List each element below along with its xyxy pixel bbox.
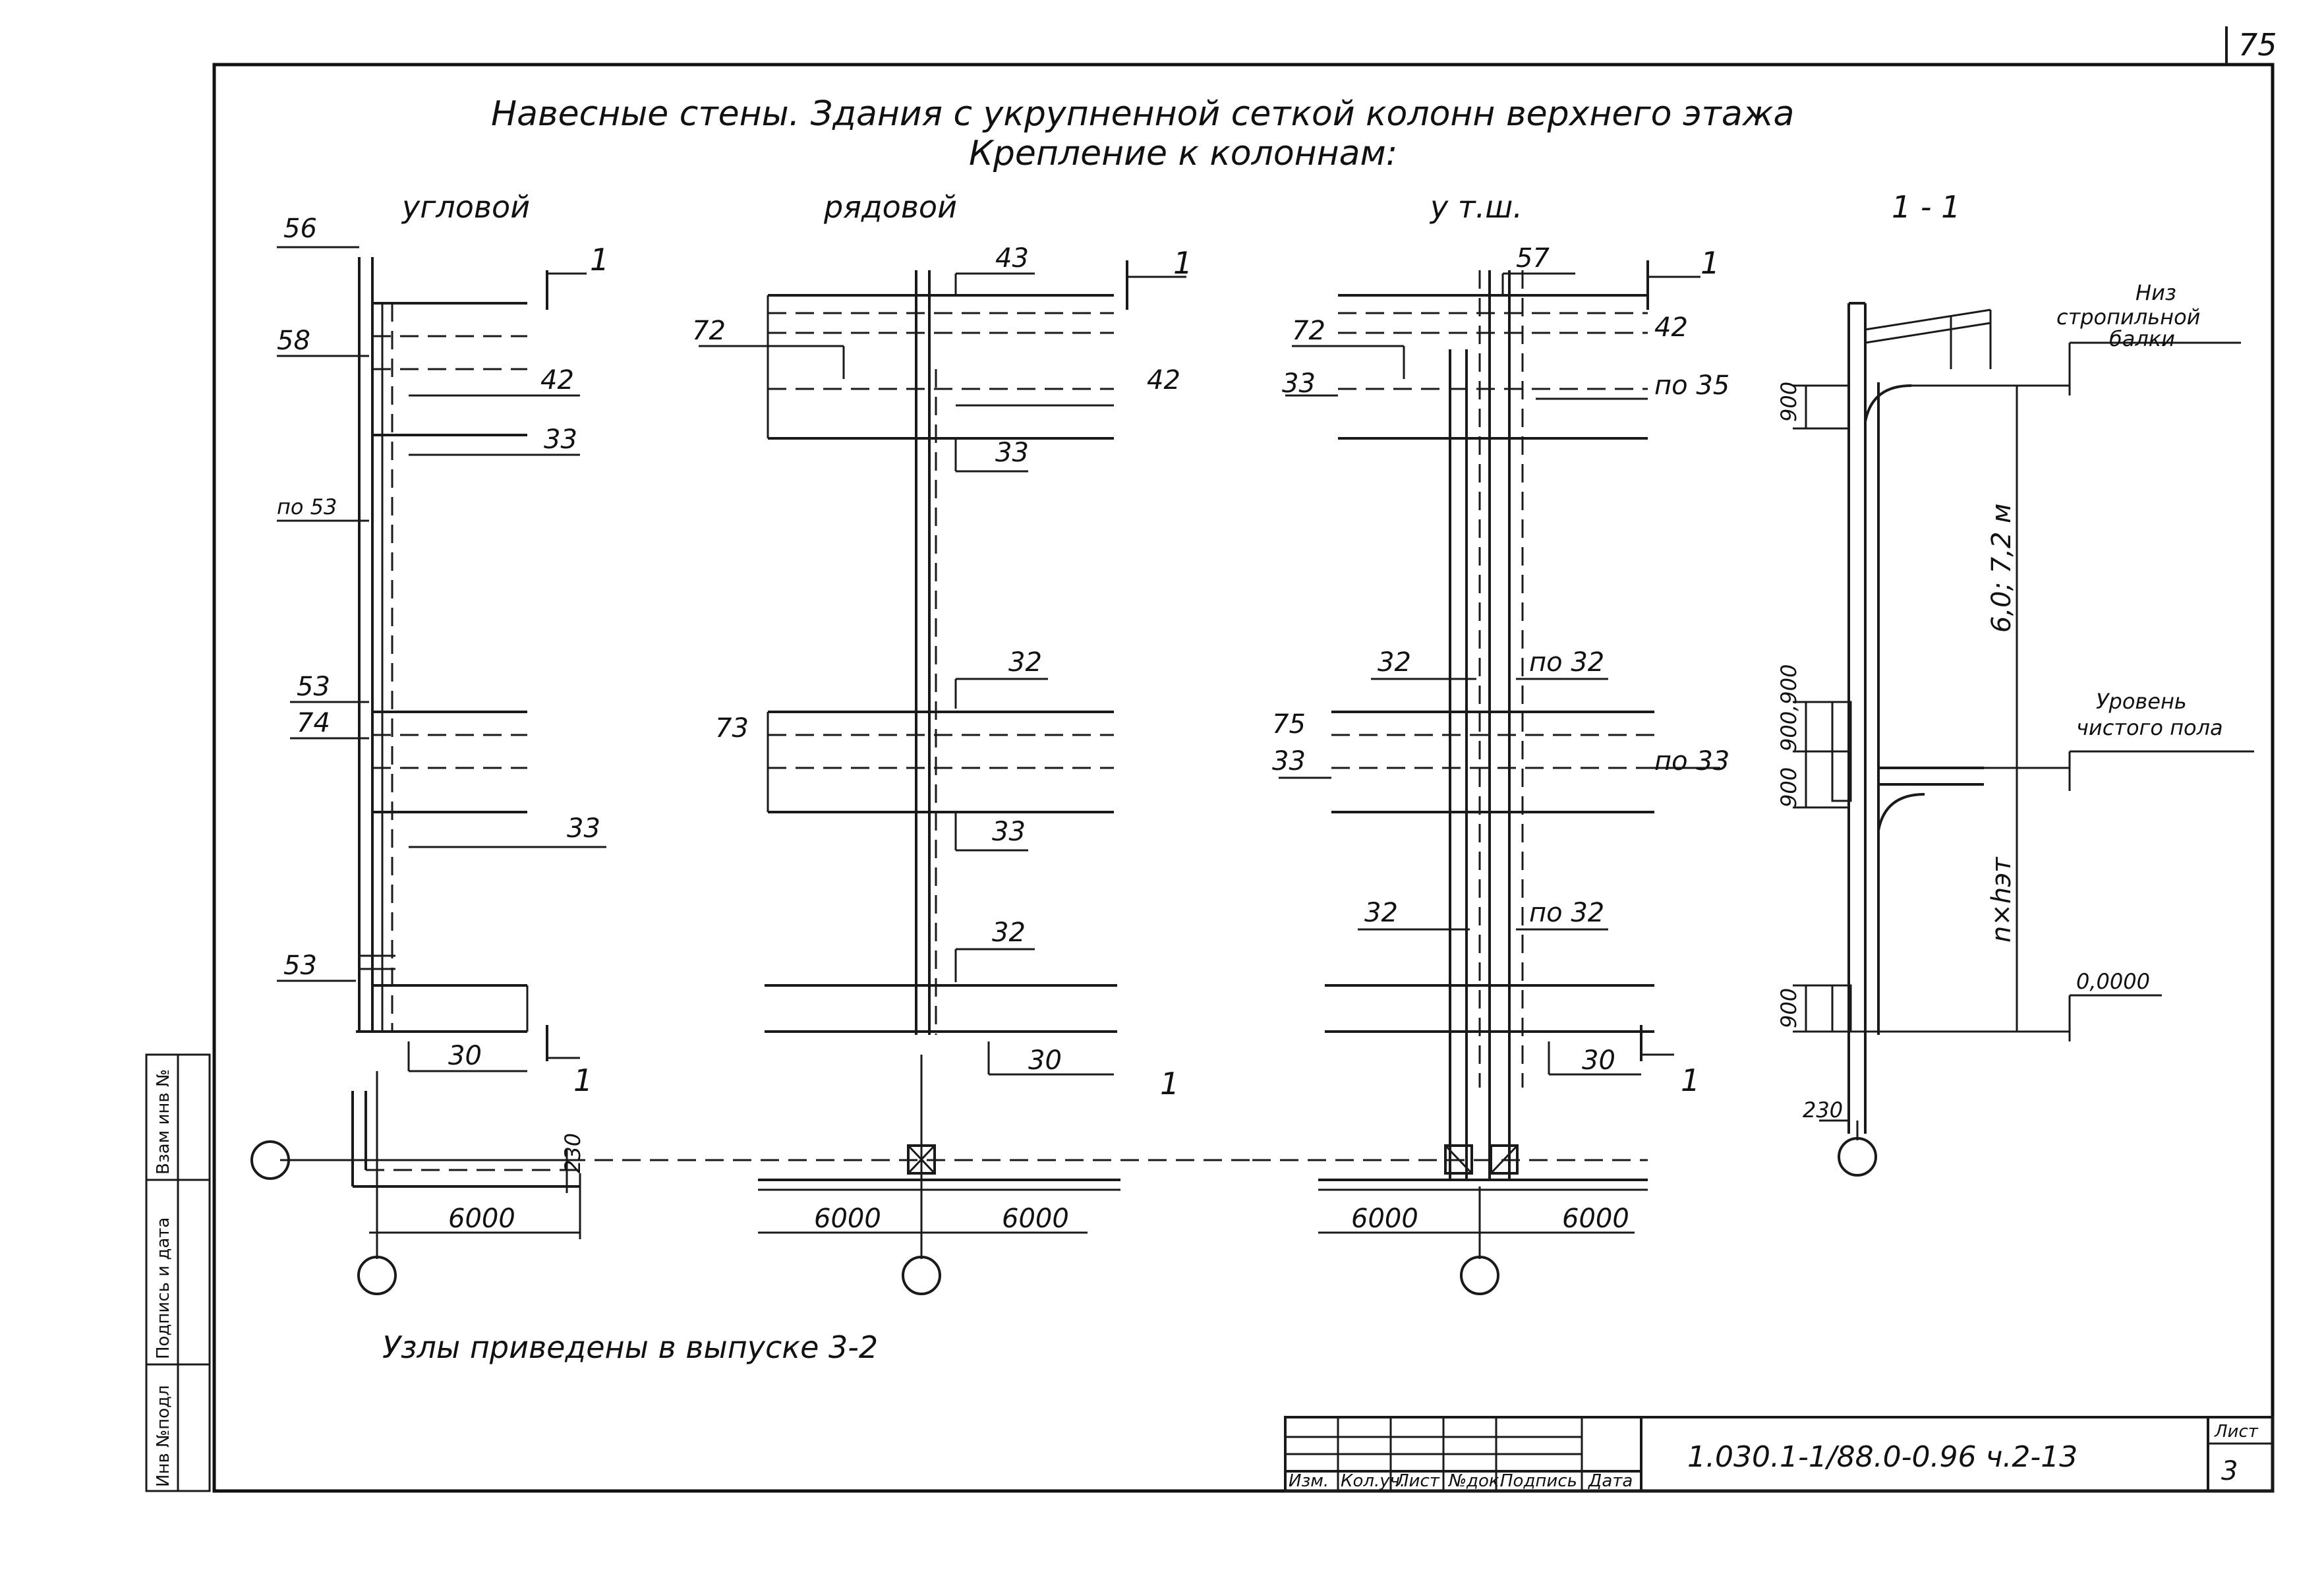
row-span-left: 6000 [814, 1204, 881, 1234]
row-dim-33-mid: 33 [992, 817, 1026, 847]
heading-corner: угловой [401, 189, 530, 225]
corner-dim-53-bottom: 53 [283, 950, 317, 981]
expansion-dim-42: 42 [1654, 312, 1688, 343]
title-block-col-doc: №док. [1447, 1471, 1505, 1491]
section-note-beam-3: балки [2109, 326, 2175, 351]
corner-dim-56: 56 [283, 214, 317, 244]
title-block-col-date: Дата [1588, 1471, 1633, 1491]
expansion-dim-po32-mid: по 32 [1529, 647, 1604, 678]
section-1-1 [1793, 302, 2254, 1140]
section-dim-900-mid: 900,900 [1776, 664, 1801, 751]
side-stamp-signature: Подпись и дата [154, 1217, 173, 1359]
title-block-col-izm: Изм. [1289, 1471, 1329, 1491]
section-note-beam-1: Низ [2135, 280, 2176, 305]
drawing-subtitle: Крепление к колоннам: [969, 134, 1397, 173]
expansion-dim-33-mid: 33 [1272, 746, 1306, 776]
sheet-number: 3 [2221, 1456, 2238, 1486]
section-zero: 0,0000 [2076, 969, 2150, 994]
title-block-col-list: Лист [1395, 1471, 1440, 1491]
nodes-note: Узлы приведены в выпуске 3-2 [382, 1330, 878, 1365]
corner-dim-74: 74 [297, 708, 330, 738]
section-floor-1: Уровень [2096, 689, 2187, 714]
drawing-title: Навесные стены. Здания с укрупненной сет… [491, 94, 1794, 134]
corner-dim-33-top: 33 [544, 424, 577, 455]
title-block-col-sign: Подпись [1500, 1471, 1577, 1491]
expansion-dim-po35: по 35 [1654, 370, 1729, 401]
side-stamp-replace: Взам инв № [154, 1069, 173, 1175]
title-block [1284, 1416, 2274, 1492]
section-story: n×hэт [1987, 856, 2017, 943]
side-stamp: Инв №подл Подпись и дата Взам инв № [145, 1053, 211, 1492]
corner-span-6000: 6000 [448, 1204, 515, 1234]
corner-dim-58: 58 [277, 326, 310, 356]
corner-cut-top: 1 [590, 242, 609, 278]
row-cut-bottom: 1 [1160, 1066, 1179, 1101]
row-dim-32-mid: 32 [1008, 647, 1042, 678]
sheet-frame [212, 63, 2275, 1493]
row-dim-42: 42 [1147, 365, 1180, 395]
expansion-span-right: 6000 [1562, 1204, 1629, 1234]
heading-row: рядовой [823, 189, 957, 225]
section-floor-2: чистого пола [2076, 715, 2223, 740]
row-cut-top: 1 [1173, 245, 1192, 281]
corner-dim-230: 230 [560, 1133, 585, 1173]
grid-axis-marker [902, 1256, 941, 1295]
row-dim-72: 72 [692, 316, 726, 346]
section-dim-230: 230 [1803, 1097, 1843, 1123]
corner-dim-30: 30 [448, 1041, 482, 1071]
corner-elevation [277, 246, 606, 1072]
grid-axis-marker [1838, 1137, 1877, 1177]
section-dim-900-top: 900 [1776, 382, 1801, 422]
corner-plan [280, 1071, 581, 1259]
expansion-cut-bottom: 1 [1681, 1063, 1700, 1098]
expansion-dim-33-top: 33 [1282, 368, 1316, 399]
row-dim-33-top: 33 [995, 438, 1029, 468]
expansion-dim-57: 57 [1516, 243, 1550, 274]
corner-dim-53-mid: 53 [297, 672, 330, 702]
expansion-dim-30: 30 [1582, 1045, 1615, 1076]
row-span-right: 6000 [1002, 1204, 1069, 1234]
section-note-beam-2: стропильной [2056, 305, 2200, 330]
section-dim-900-mid2: 900 [1776, 767, 1801, 807]
corner-dim-po53: по 53 [277, 494, 337, 519]
grid-axis-marker [250, 1140, 290, 1180]
row-dim-32-low: 32 [992, 918, 1026, 948]
page-number: 75 [2238, 27, 2277, 63]
corner-dim-33-mid: 33 [567, 813, 600, 844]
title-block-col-koluch: Кол.уч. [1341, 1471, 1405, 1491]
row-dim-30: 30 [1028, 1045, 1062, 1076]
section-height: 6,0; 7,2 м [1987, 504, 2017, 633]
row-dim-73: 73 [715, 713, 749, 744]
expansion-span-left: 6000 [1351, 1204, 1418, 1234]
expansion-plan [1252, 1144, 1648, 1259]
sheet-label: Лист [2214, 1422, 2259, 1442]
row-dim-43: 43 [995, 243, 1029, 274]
heading-section: 1 - 1 [1892, 189, 1960, 225]
grid-axis-marker [1460, 1256, 1499, 1295]
expansion-dim-po33: по 33 [1654, 746, 1729, 776]
expansion-elevation [1279, 260, 1720, 1180]
row-plan [290, 1055, 1252, 1259]
expansion-dim-po32-low: по 32 [1529, 898, 1604, 928]
expansion-dim-72: 72 [1292, 316, 1325, 346]
heading-expansion: у т.ш. [1429, 189, 1523, 225]
grid-axis-marker [357, 1256, 397, 1295]
document-code: 1.030.1-1/88.0-0.96 ч.2-13 [1687, 1440, 2077, 1474]
corner-dim-42: 42 [540, 365, 574, 395]
row-elevation [699, 260, 1186, 1076]
side-stamp-inv: Инв №подл [154, 1385, 173, 1487]
expansion-dim-32-mid: 32 [1378, 647, 1411, 678]
expansion-dim-75: 75 [1272, 709, 1306, 740]
section-dim-900-bottom: 900 [1776, 988, 1801, 1028]
expansion-dim-32-low: 32 [1364, 898, 1398, 928]
corner-cut-bottom: 1 [573, 1063, 593, 1098]
expansion-cut-top: 1 [1700, 245, 1720, 281]
